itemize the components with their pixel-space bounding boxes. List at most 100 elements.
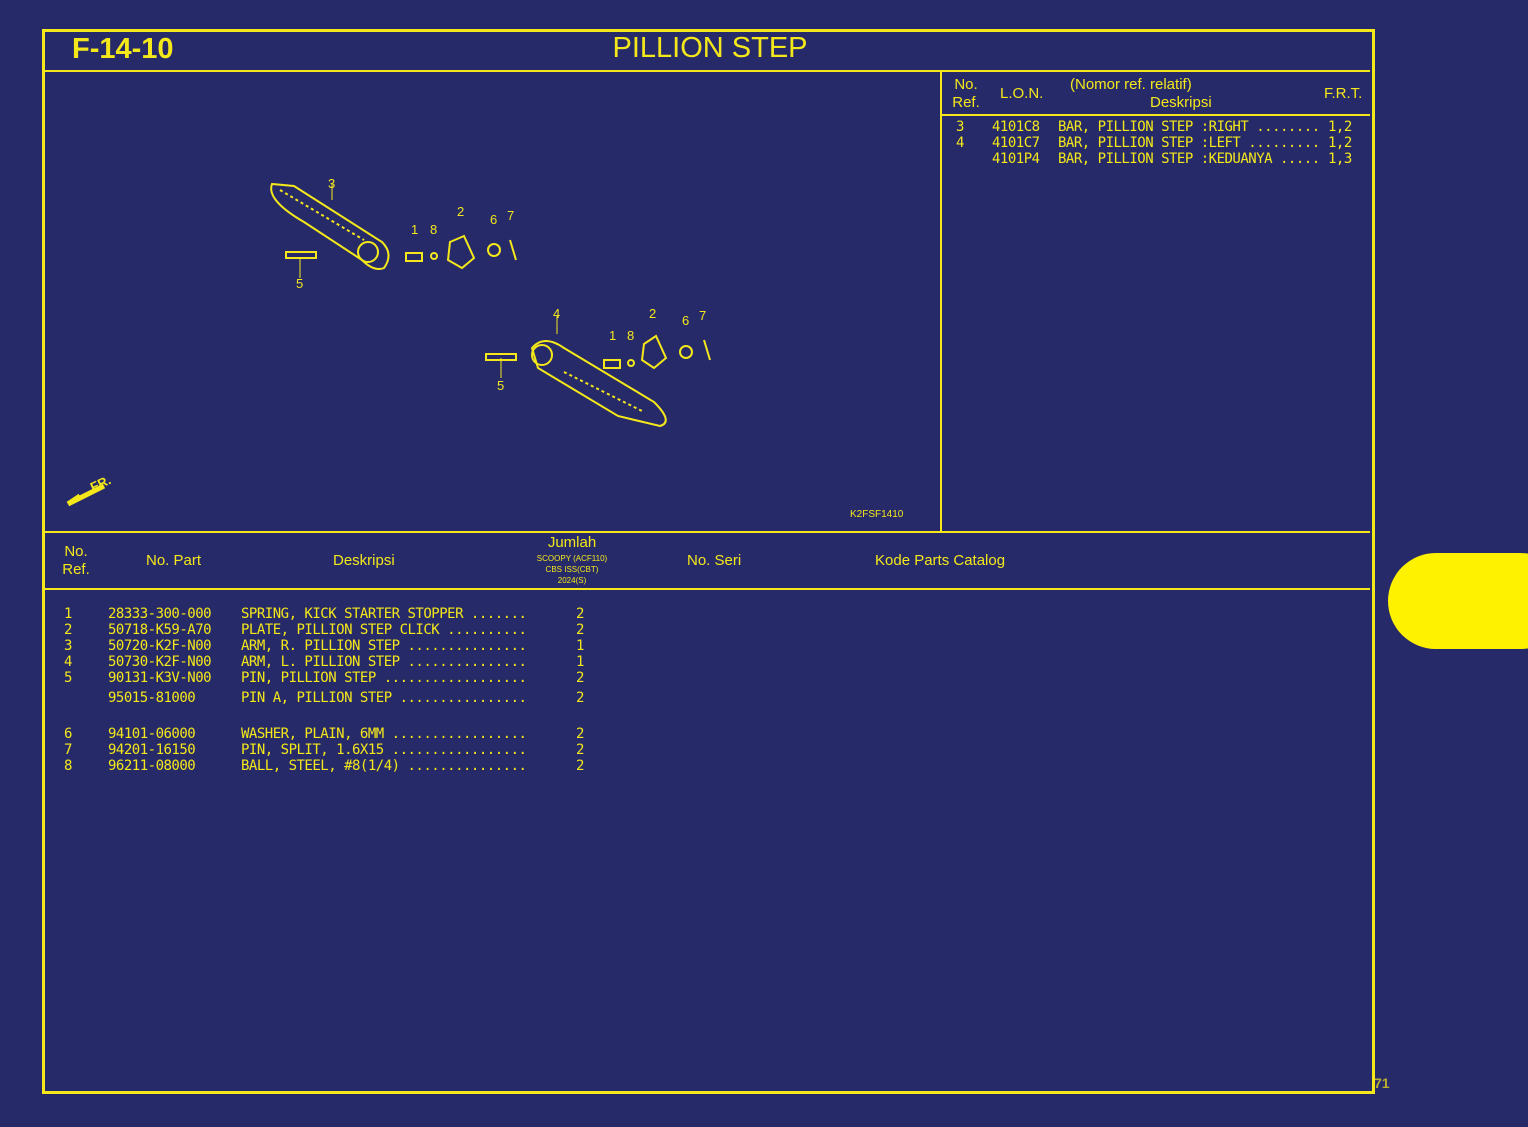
parts-row: 5 90131-K3V-N00 PIN, PILLION STEP ........… xyxy=(64,670,596,686)
diagram-code: K2FSF1410 xyxy=(850,509,904,520)
svg-text:5: 5 xyxy=(497,378,504,393)
parts-header-part: No. Part xyxy=(146,552,202,569)
parts-header-model: SCOOPY (ACF110) CBS ISS(CBT) 2024(S) xyxy=(536,554,608,585)
parts-cell-ref: 3 xyxy=(64,638,72,654)
parts-cell-ref: 5 xyxy=(64,670,72,686)
svg-text:5: 5 xyxy=(296,276,303,291)
plate-drawing xyxy=(640,334,668,370)
svg-text:8: 8 xyxy=(430,222,437,237)
parts-cell-desc: BALL, STEEL, #8(1/4) ............... xyxy=(241,758,527,774)
parts-cell-part: 96211-08000 xyxy=(108,758,196,774)
parts-cell-part: 94201-16150 xyxy=(108,742,196,758)
svg-text:7: 7 xyxy=(699,308,706,323)
parts-cell-part: 50730-K2F-N00 xyxy=(108,654,212,670)
parts-row: 6 94101-06000 WASHER, PLAIN, 6MM .........… xyxy=(64,726,596,742)
parts-cell-ref: 6 xyxy=(64,726,72,742)
svg-text:3: 3 xyxy=(328,176,335,191)
svg-text:2: 2 xyxy=(649,306,656,321)
svg-text:1: 1 xyxy=(411,222,418,237)
parts-row: 1 28333-300-000 SPRING, KICK STARTER STOPP… xyxy=(64,606,596,622)
parts-row xyxy=(64,706,596,726)
figure-code: F-14-10 xyxy=(72,33,174,65)
parts-cell-desc: ARM, R. PILLION STEP ............... xyxy=(241,638,527,654)
svg-text:7: 7 xyxy=(507,208,514,223)
lon-header-lon: L.O.N. xyxy=(1000,85,1044,102)
parts-header-serial: No. Seri xyxy=(687,552,742,569)
parts-cell-qty: 2 xyxy=(576,606,584,622)
parts-cell-desc xyxy=(241,706,576,722)
parts-row: 3 50720-K2F-N00 ARM, R. PILLION STEP .....… xyxy=(64,638,596,654)
parts-row: 8 96211-08000 BALL, STEEL, #8(1/4) .......… xyxy=(64,758,596,774)
parts-header-catalog: Kode Parts Catalog xyxy=(875,552,1006,569)
parts-cell-part: 50720-K2F-N00 xyxy=(108,638,212,654)
parts-cell-qty: 2 xyxy=(576,690,584,706)
page-frame xyxy=(42,29,1375,1094)
lon-header-ref: No. Ref. xyxy=(952,76,980,111)
parts-cell-desc: WASHER, PLAIN, 6MM ................. xyxy=(241,726,527,742)
divider xyxy=(44,588,1370,590)
parts-cell-ref: 8 xyxy=(64,758,72,774)
parts-cell-desc: SPRING, KICK STARTER STOPPER ....... xyxy=(241,606,527,622)
parts-cell-ref: 2 xyxy=(64,622,72,638)
parts-cell-qty xyxy=(576,706,596,722)
arm-left-drawing xyxy=(530,340,667,428)
ball-drawing xyxy=(627,359,635,367)
parts-header-desc: Deskripsi xyxy=(333,552,395,569)
front-arrow-icon xyxy=(66,483,106,507)
page-number: 71 xyxy=(1374,1075,1390,1091)
parts-cell-qty: 2 xyxy=(576,726,584,742)
spring-drawing xyxy=(405,252,423,262)
parts-cell-qty: 2 xyxy=(576,670,584,686)
parts-row: 4 50730-K2F-N00 ARM, L. PILLION STEP .....… xyxy=(64,654,596,670)
parts-cell-part: 50718-K59-A70 xyxy=(108,622,212,638)
lon-header-frt: F.R.T. xyxy=(1324,85,1363,102)
parts-cell-part xyxy=(108,706,241,722)
parts-cell-ref xyxy=(64,686,108,702)
parts-cell-part: 90131-K3V-N00 xyxy=(108,670,212,686)
parts-cell-qty: 2 xyxy=(576,758,584,774)
parts-cell-qty: 2 xyxy=(576,742,584,758)
side-tab-button[interactable] xyxy=(1388,553,1528,649)
parts-cell-ref: 7 xyxy=(64,742,72,758)
page-title: PILLION STEP xyxy=(612,32,808,64)
spring-drawing xyxy=(603,359,621,369)
divider xyxy=(942,114,1370,116)
svg-text:1: 1 xyxy=(609,328,616,343)
svg-text:6: 6 xyxy=(682,313,689,328)
svg-text:2: 2 xyxy=(457,204,464,219)
divider xyxy=(44,531,1370,533)
parts-cell-desc: PIN, PILLION STEP .................. xyxy=(241,670,527,686)
parts-cell-desc: ARM, L. PILLION STEP ............... xyxy=(241,654,527,670)
parts-cell-qty: 1 xyxy=(576,638,584,654)
svg-text:4: 4 xyxy=(553,306,560,321)
parts-cell-ref: 4 xyxy=(64,654,72,670)
pin-drawing xyxy=(285,251,317,259)
svg-text:6: 6 xyxy=(490,212,497,227)
arm-right-drawing xyxy=(270,182,390,270)
parts-cell-ref: 1 xyxy=(64,606,72,622)
lon-header-relative: (Nomor ref. relatif) xyxy=(1070,76,1192,93)
parts-cell-qty: 2 xyxy=(576,622,584,638)
plate-drawing xyxy=(446,234,476,270)
parts-cell-ref xyxy=(64,706,108,722)
parts-cell-part: 28333-300-000 xyxy=(108,606,212,622)
svg-text:8: 8 xyxy=(627,328,634,343)
parts-cell-part: 95015-81000 xyxy=(108,690,196,706)
parts-cell-qty: 1 xyxy=(576,654,584,670)
parts-table-body: 1 28333-300-000 SPRING, KICK STARTER STOPP… xyxy=(64,606,596,774)
parts-header-ref: No. Ref. xyxy=(62,543,90,578)
lon-header-desc: Deskripsi xyxy=(1150,94,1212,111)
parts-header-qty: Jumlah xyxy=(547,534,597,551)
parts-cell-part: 94101-06000 xyxy=(108,726,196,742)
divider xyxy=(44,70,1370,72)
ball-drawing xyxy=(430,252,438,260)
divider xyxy=(940,71,942,532)
